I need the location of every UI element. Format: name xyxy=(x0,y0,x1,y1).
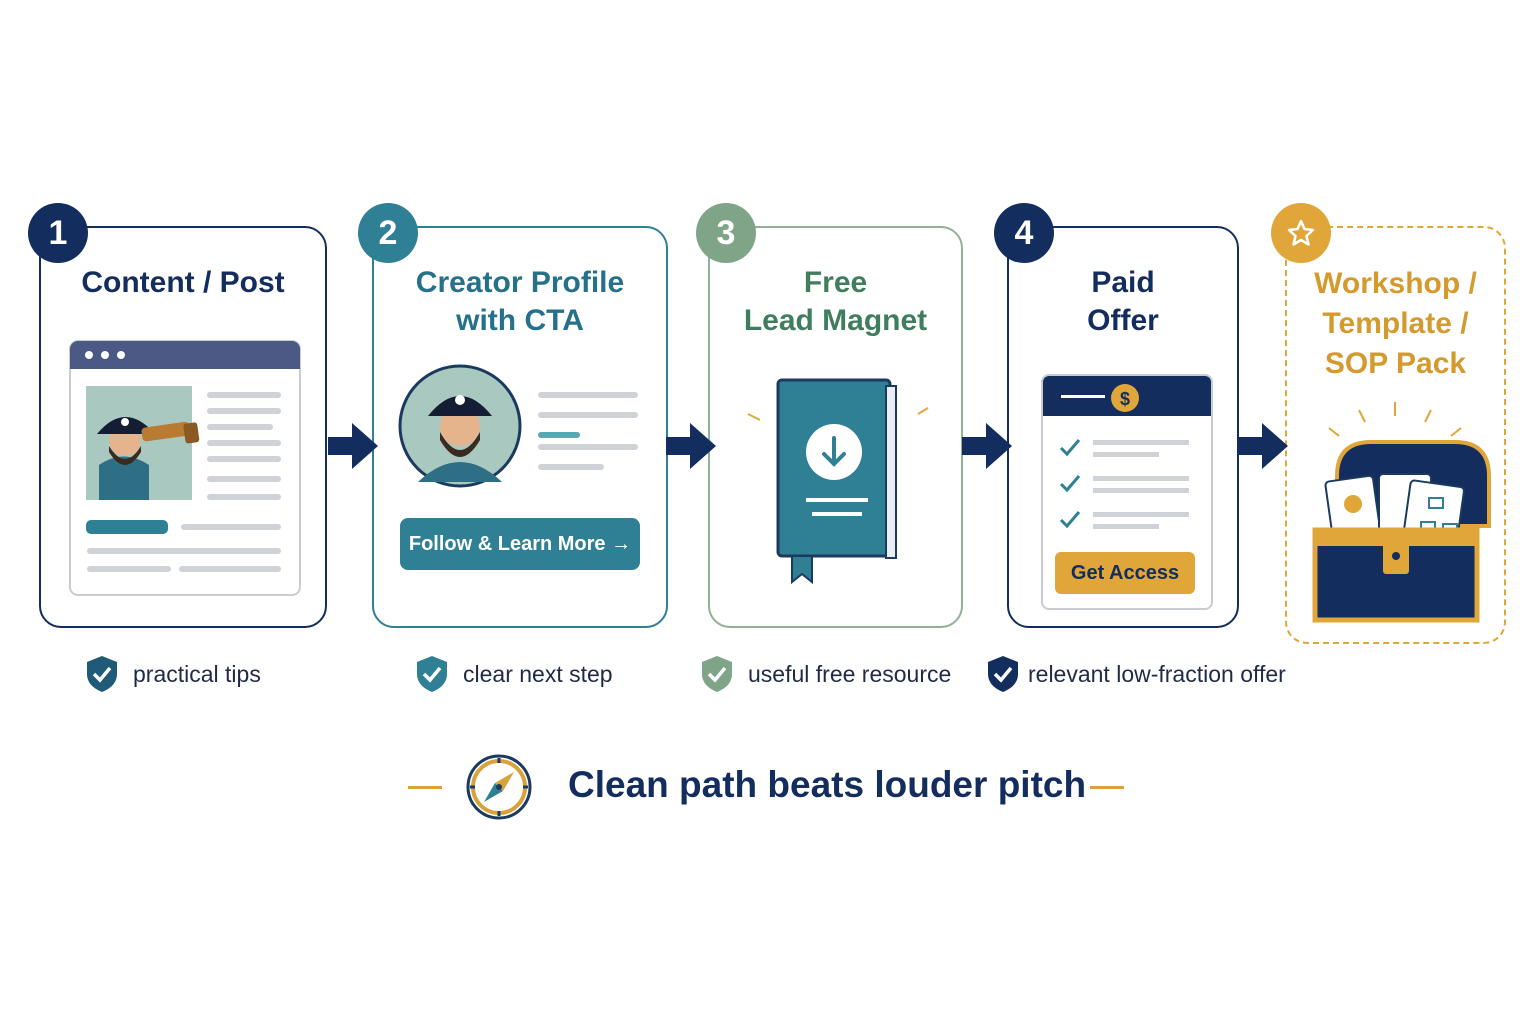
step-card-lead-magnet: Free Lead Magnet xyxy=(708,226,963,628)
arrow-right-icon xyxy=(1238,423,1288,469)
creator-avatar xyxy=(398,364,522,488)
svg-text:$: $ xyxy=(1120,389,1130,409)
step-number-badge: 4 xyxy=(994,203,1054,263)
get-access-button[interactable]: Get Access xyxy=(1055,552,1195,594)
step-title: Creator Profile with CTA xyxy=(415,266,625,337)
step-number-badge: 1 xyxy=(28,203,88,263)
shield-check-icon xyxy=(87,656,117,692)
step-card-workshop-pack: Workshop / Template / SOP Pack xyxy=(1285,226,1506,644)
treasure-chest-icon xyxy=(1312,402,1491,623)
step-title: Workshop / Template / SOP Pack xyxy=(1314,267,1477,380)
step-title: Content / Post xyxy=(81,266,285,299)
step-number-badge: 2 xyxy=(358,203,418,263)
step-title: Free Lead Magnet xyxy=(743,266,928,337)
caption-clear-next-step: clear next step xyxy=(415,654,613,694)
step-card-paid-offer: Paid Offer $ Get Access xyxy=(1007,226,1239,628)
step-card-content-post: Content / Post xyxy=(39,226,327,628)
star-icon xyxy=(1287,219,1315,246)
step-card-creator-profile: Creator Profile with CTA Follow & Learn … xyxy=(372,226,668,628)
follow-learn-more-button[interactable]: Follow & Learn More → xyxy=(400,518,640,570)
checklist-icon xyxy=(1059,439,1189,529)
shield-check-icon xyxy=(417,656,447,692)
browser-post-illustration xyxy=(69,340,301,596)
shield-check-icon xyxy=(988,656,1018,692)
offer-panel-header: $ xyxy=(1043,376,1211,416)
step-title: Paid Offer xyxy=(1087,266,1159,337)
step-number-badge: 3 xyxy=(696,203,756,263)
footer-tagline: Clean path beats louder pitch xyxy=(568,764,1087,805)
download-ebook-icon xyxy=(747,378,929,585)
caption-relevant-offer: relevant low-fraction offer xyxy=(986,654,1286,694)
footer-right-rule xyxy=(1090,786,1124,789)
dollar-coin-icon: $ xyxy=(1111,384,1139,412)
star-badge xyxy=(1271,203,1331,263)
compass-icon xyxy=(466,754,532,820)
caption-useful-free-resource: useful free resource xyxy=(700,654,951,694)
offer-panel: $ Get Access xyxy=(1041,374,1213,610)
footer-left-rule xyxy=(408,786,442,789)
caption-practical-tips: practical tips xyxy=(85,654,261,694)
shield-check-icon xyxy=(702,656,732,692)
arrow-right-icon xyxy=(962,423,1012,469)
arrow-right-icon xyxy=(328,423,378,469)
arrow-right-icon xyxy=(666,423,716,469)
